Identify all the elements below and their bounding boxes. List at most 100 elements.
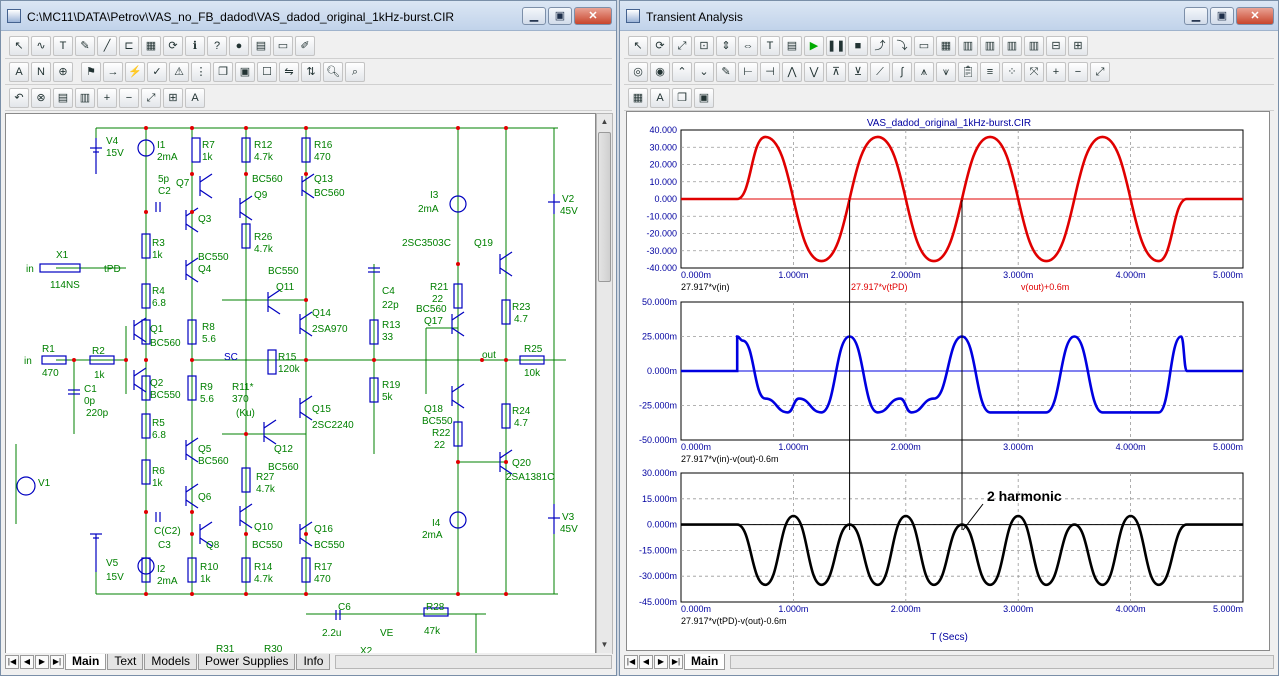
analysis-minimize-button[interactable]: ▁ — [1184, 7, 1208, 25]
zoom-box-icon[interactable]: ⊡ — [694, 35, 714, 56]
paste-icon[interactable]: ▣ — [235, 61, 255, 82]
global-low-icon[interactable]: ⩛ — [936, 61, 956, 82]
group-icon[interactable]: ▤ — [53, 87, 73, 108]
stop-icon[interactable]: ■ — [848, 35, 868, 56]
analysis-tab-last-icon[interactable]: ▶| — [669, 655, 683, 669]
analysis-tab-first-icon[interactable]: |◀ — [624, 655, 638, 669]
panel-a-icon[interactable]: ▭ — [914, 35, 934, 56]
tab-power-supplies[interactable]: Power Supplies — [198, 654, 296, 670]
tab-text[interactable]: Text — [107, 654, 144, 670]
analysis-titlebar[interactable]: Transient Analysis ▁ ▣ ✕ — [620, 1, 1278, 31]
cursor-step-icon[interactable]: ◉ — [650, 61, 670, 82]
numeric-output-icon[interactable]: ≡ — [980, 61, 1000, 82]
inflection-icon[interactable]: ∫ — [892, 61, 912, 82]
split-horizontal-icon[interactable]: ⊟ — [1046, 35, 1066, 56]
analysis-tab-prev-icon[interactable]: ◀ — [639, 655, 653, 669]
help-icon[interactable]: ? — [207, 35, 227, 56]
arrow-icon[interactable]: → — [103, 61, 123, 82]
analysis-tab-main[interactable]: Main — [684, 654, 726, 670]
tab-main[interactable]: Main — [65, 654, 107, 670]
tab-next-icon[interactable]: ▶ — [35, 655, 49, 669]
node-names-icon[interactable]: N — [31, 61, 51, 82]
undo-icon[interactable]: ↶ — [9, 87, 29, 108]
scroll-thumb[interactable] — [598, 132, 611, 282]
zoom-out-icon[interactable]: − — [119, 87, 139, 108]
grid-icon[interactable]: ▤ — [251, 35, 271, 56]
maximize-button[interactable]: ▣ — [548, 7, 572, 25]
box-icon[interactable]: ☐ — [257, 61, 277, 82]
rotate-icon[interactable]: ⟳ — [163, 35, 183, 56]
stepping-icon[interactable]: ⤴ — [870, 35, 890, 56]
zoom-y-icon[interactable]: ⇕ — [716, 35, 736, 56]
plot-canvas[interactable]: VAS_dadod_original_1kHz-burst.CIR T (Sec… — [626, 111, 1270, 651]
analysis-tab-next-icon[interactable]: ▶ — [654, 655, 668, 669]
zoom-in-icon[interactable]: + — [97, 87, 117, 108]
select-mode-icon[interactable]: ↖ — [9, 35, 29, 56]
plot-zoom-out-icon[interactable]: − — [1068, 61, 1088, 82]
zoom-fit-icon[interactable]: ⤢ — [141, 87, 161, 108]
cursor-left-icon[interactable]: ⊢ — [738, 61, 758, 82]
text-icon[interactable]: T — [760, 35, 780, 56]
cursor-mode-icon[interactable]: ◎ — [628, 61, 648, 82]
find-icon[interactable]: 🔍︎ — [323, 61, 343, 82]
page-icon[interactable]: ▭ — [273, 35, 293, 56]
schematic-horizontal-scrollbar[interactable] — [335, 655, 612, 669]
data-points-icon[interactable]: ⁘ — [1002, 61, 1022, 82]
point-icon[interactable]: ● — [229, 35, 249, 56]
flip-icon[interactable]: ⇅ — [301, 61, 321, 82]
panel-b-icon[interactable]: ▦ — [936, 35, 956, 56]
tab-first-icon[interactable]: |◀ — [5, 655, 19, 669]
edit-icon[interactable]: ✐ — [295, 35, 315, 56]
cursor-right-icon[interactable]: ⊣ — [760, 61, 780, 82]
ungroup-icon[interactable]: ▥ — [75, 87, 95, 108]
tab-info[interactable]: Info — [296, 654, 331, 670]
valley-find-icon[interactable]: ⋁ — [804, 61, 824, 82]
rotate-icon[interactable]: ⟳ — [650, 35, 670, 56]
attr-display-icon[interactable]: A — [9, 61, 29, 82]
cancel-icon[interactable]: ⊗ — [31, 87, 51, 108]
plot-grid-icon[interactable]: ▦ — [628, 87, 648, 108]
panel-f-icon[interactable]: ▥ — [1024, 35, 1044, 56]
schematic-titlebar[interactable]: C:\MC11\DATA\Petrov\VAS_no_FB_dadod\VAS_… — [1, 1, 616, 31]
pencil-icon[interactable]: ✎ — [75, 35, 95, 56]
valley-icon[interactable]: ⌄ — [694, 61, 714, 82]
scroll-up-icon[interactable]: ▲ — [600, 117, 609, 126]
info-icon[interactable]: ℹ — [185, 35, 205, 56]
split-vertical-icon[interactable]: ⊞ — [1068, 35, 1088, 56]
panel-c-icon[interactable]: ▥ — [958, 35, 978, 56]
minimize-button[interactable]: ▁ — [522, 7, 546, 25]
properties-icon[interactable]: ▤ — [782, 35, 802, 56]
optimize-icon[interactable]: ⤵ — [892, 35, 912, 56]
tab-models[interactable]: Models — [144, 654, 198, 670]
edit-curve-icon[interactable]: ✎ — [716, 61, 736, 82]
select-icon[interactable]: ↖ — [628, 35, 648, 56]
panel-e-icon[interactable]: ▥ — [1002, 35, 1022, 56]
zoom-x-icon[interactable]: ⇔ — [738, 35, 758, 56]
grid-dots-icon[interactable]: ⋮ — [191, 61, 211, 82]
bus-icon[interactable]: ⊏ — [119, 35, 139, 56]
slope-icon[interactable]: ⟋ — [870, 61, 890, 82]
low-icon[interactable]: ⊻ — [848, 61, 868, 82]
scroll-down-icon[interactable]: ▼ — [600, 640, 609, 649]
pause-icon[interactable]: ❚❚ — [826, 35, 846, 56]
peak-find-icon[interactable]: ⋀ — [782, 61, 802, 82]
check-icon[interactable]: ✓ — [147, 61, 167, 82]
plot-font-icon[interactable]: A — [650, 87, 670, 108]
copy-icon[interactable]: ❐ — [213, 61, 233, 82]
run-icon[interactable]: ▶ — [804, 35, 824, 56]
wire-mode-icon[interactable]: ∿ — [31, 35, 51, 56]
component-icon[interactable]: ▦ — [141, 35, 161, 56]
lightning-icon[interactable]: ⚡ — [125, 61, 145, 82]
plot-zoom-fit-icon[interactable]: ⤢ — [1090, 61, 1110, 82]
plot-copy-icon[interactable]: ❐ — [672, 87, 692, 108]
layer-icon[interactable]: ⊞ — [163, 87, 183, 108]
panel-d-icon[interactable]: ▥ — [980, 35, 1000, 56]
diagonal-wire-icon[interactable]: ╱ — [97, 35, 117, 56]
analysis-maximize-button[interactable]: ▣ — [1210, 7, 1234, 25]
close-button[interactable]: ✕ — [574, 7, 612, 25]
analysis-close-button[interactable]: ✕ — [1236, 7, 1274, 25]
pin-icon[interactable]: ⊕ — [53, 61, 73, 82]
peak-icon[interactable]: ⌃ — [672, 61, 692, 82]
tab-last-icon[interactable]: ▶| — [50, 655, 64, 669]
binocular-icon[interactable]: ⌕ — [345, 61, 365, 82]
